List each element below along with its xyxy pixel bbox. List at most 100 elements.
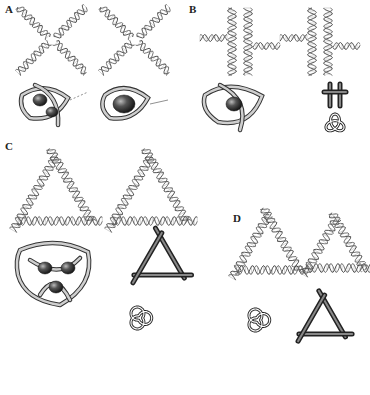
base-pairs [200,35,227,42]
metal-sphere [33,94,47,106]
backbone [228,8,237,76]
backbone [244,8,253,76]
helix-rod [133,233,162,283]
helix-rod [329,84,331,106]
panel-letter: B [188,3,197,15]
backbone [200,35,227,42]
backbone [260,209,302,272]
helix-rod [133,233,162,283]
backbone [333,43,360,50]
backbone [17,217,103,226]
base-pairs [333,43,360,50]
backbone [324,8,333,76]
knot-diagram [326,114,344,131]
metal-sphere [46,107,58,117]
metal-sphere [49,281,63,293]
base-pairs [137,5,170,38]
backbone [16,7,48,40]
panel-letter: D [232,212,242,224]
backbone [308,8,317,76]
base-pairs [137,41,169,76]
base-pairs [253,43,280,50]
base-pairs [54,5,87,38]
helix-rod [339,84,341,106]
ribbon [220,85,243,130]
backbone [253,43,280,50]
backbone [112,217,198,226]
metal-sphere [61,262,75,274]
backbone [112,217,198,226]
backbone [229,216,272,276]
backbone [17,217,103,226]
base-pairs [16,7,51,39]
backbone [139,41,169,74]
panel-letter: C [4,140,14,152]
backbone [17,7,50,37]
backbone [200,35,227,42]
helix-rod [134,273,192,278]
backbone [280,35,307,42]
axis-line [70,92,88,100]
base-pairs [10,157,59,232]
backbone [54,7,87,37]
knot-diagram [326,114,344,131]
backbone [333,43,360,50]
ribbon [102,88,148,118]
backbone [324,8,333,76]
base-pairs [329,213,368,272]
knot-diagram [131,307,152,329]
backbone [235,266,309,275]
backbone [10,157,59,228]
base-pairs [99,7,134,39]
knot-diagram [131,307,152,329]
helix-rod [134,274,192,276]
backbone [136,5,167,38]
backbone [16,40,49,71]
metal-sphere [38,262,52,274]
backbone [280,35,307,42]
backbone [308,8,317,76]
backbone [53,5,84,38]
backbone [136,43,169,75]
axis-line [150,100,168,104]
backbone [303,220,341,277]
backbone [56,41,86,74]
helix-rod [299,332,352,337]
backbone [99,7,131,40]
ribbon [220,85,243,130]
backbone [244,8,253,76]
base-pairs [280,35,307,42]
helix-rod [324,90,346,95]
base-pairs [301,216,341,277]
ribbon [17,243,89,305]
backbone [306,264,370,273]
backbone [228,8,237,76]
base-pairs [105,157,154,232]
backbone [261,208,304,270]
knot-diagram [249,309,270,331]
backbone [306,264,370,273]
helix-rod [338,84,343,106]
helix-rod [324,91,346,93]
backbone [253,43,280,50]
panel-letter: A [4,3,14,15]
metal-sphere [113,95,135,113]
base-pairs [306,264,370,273]
ribbon [17,243,89,305]
backbone [100,7,133,37]
backbone [235,266,309,275]
metal-sphere [226,97,242,111]
base-pairs [54,41,86,76]
knot-diagram [249,309,270,331]
helix-rod [298,295,325,341]
helix-rod [328,84,333,106]
backbone [99,40,132,71]
helix-rod [298,295,325,341]
backbone [105,157,154,228]
helix-rod [299,333,352,335]
backbone [137,7,170,37]
backbone [301,216,339,273]
ribbon [102,88,148,118]
